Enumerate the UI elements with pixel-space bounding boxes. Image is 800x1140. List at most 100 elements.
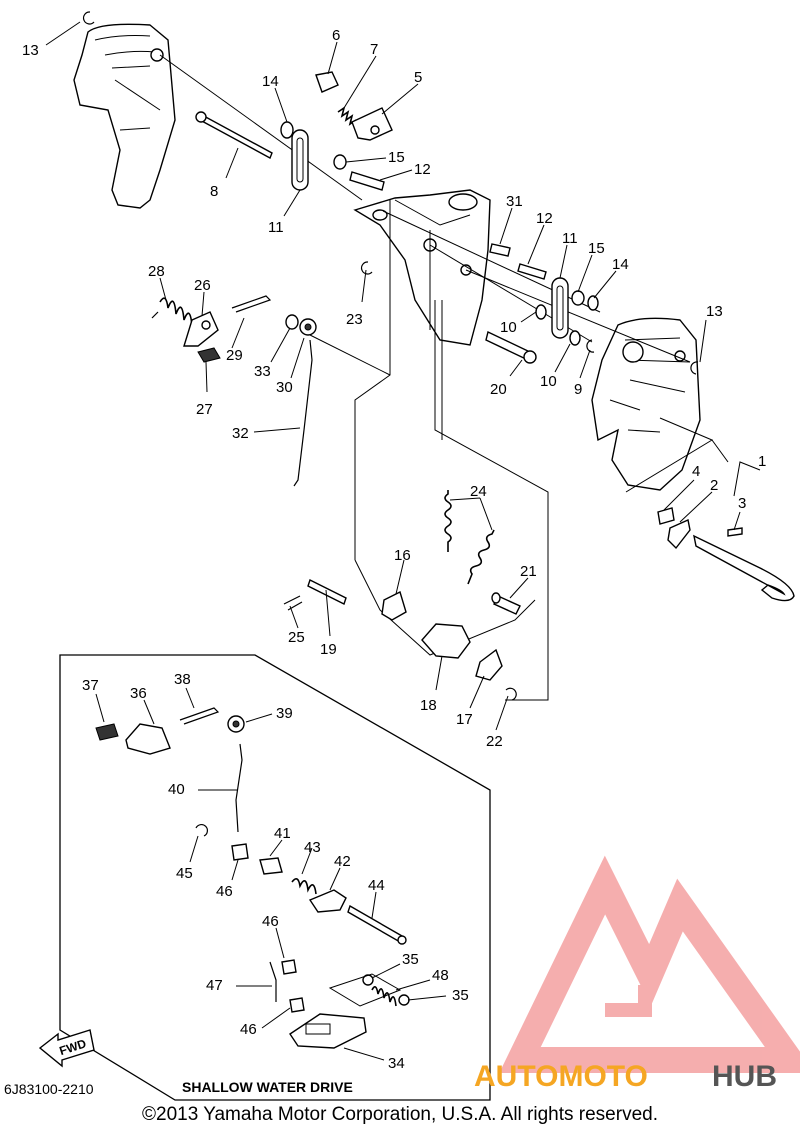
pin-3: [727, 527, 743, 537]
callout-44: 44: [368, 877, 385, 894]
part-code: 6J83100-2210: [4, 1081, 94, 1097]
collar-41: [259, 857, 283, 875]
callout-46: 46: [216, 883, 233, 900]
callout-34: 34: [388, 1055, 405, 1072]
washer-15b: [571, 290, 585, 306]
callout-17: 17: [456, 711, 473, 728]
cam-18: [421, 623, 471, 659]
joint-46a: [231, 843, 249, 861]
callout-2: 2: [710, 477, 718, 494]
pin-31: [489, 243, 511, 257]
bolt-20: [485, 331, 537, 364]
callout-9: 9: [574, 381, 582, 398]
watermark-logo: [499, 855, 800, 1073]
rod-47: [269, 961, 277, 1002]
washer-10a: [535, 304, 547, 320]
lever-42: [308, 889, 347, 913]
joint-46b: [281, 959, 297, 975]
circlip-13b: [690, 361, 699, 375]
callout-38: 38: [174, 671, 191, 688]
callout-16: 16: [394, 547, 411, 564]
callout-14: 14: [262, 73, 279, 90]
circlip-9: [586, 339, 595, 353]
callout-28: 28: [148, 263, 165, 280]
plate-2: [667, 519, 691, 550]
spring-7: [337, 106, 357, 126]
bushing-30: [299, 318, 317, 336]
rod-40: [235, 743, 243, 833]
callout-41: 41: [274, 825, 291, 842]
leader-lines: [45, 21, 761, 1061]
spring-43: [291, 878, 317, 895]
rod-19: [307, 579, 347, 605]
section-title: SHALLOW WATER DRIVE: [182, 1079, 353, 1095]
axis-lines: [159, 54, 729, 701]
rod-32: [293, 339, 313, 487]
callouts: 13 6 7 5 14 15 12 8 11 31 12 11 15 14 28…: [22, 27, 766, 1072]
knob-4: [657, 507, 675, 525]
callout-22: 22: [486, 733, 503, 750]
bolt-12a: [349, 171, 385, 191]
callout-11: 11: [562, 230, 578, 247]
bolt-8: [195, 111, 273, 159]
callout-24: 24: [470, 483, 487, 500]
spring-29: [231, 295, 272, 313]
callout-13: 13: [706, 303, 723, 320]
callout-12: 12: [414, 161, 431, 178]
pad-27: [197, 347, 221, 363]
watermark-word-a: AUTOMOTO: [474, 1060, 648, 1093]
callout-37: 37: [82, 677, 99, 694]
callout-29: 29: [226, 347, 243, 364]
callout-36: 36: [130, 685, 147, 702]
callout-4: 4: [692, 463, 700, 480]
callout-43: 43: [304, 839, 321, 856]
callout-31: 31: [506, 193, 523, 210]
link-11a: [291, 129, 309, 191]
callout-15: 15: [388, 149, 405, 166]
callout-35: 35: [402, 951, 419, 968]
arm-17: [475, 648, 503, 681]
callout-40: 40: [168, 781, 185, 798]
callout-35: 35: [452, 987, 469, 1004]
callout-32: 32: [232, 425, 249, 442]
callout-10: 10: [540, 373, 557, 390]
callout-6: 6: [332, 27, 340, 44]
callout-47: 47: [206, 977, 223, 994]
joint-46c: [289, 997, 305, 1013]
spring-25: [283, 595, 303, 611]
lever-5: [351, 107, 393, 141]
callout-39: 39: [276, 705, 293, 722]
clamp-bracket-left: [73, 23, 176, 209]
callout-33: 33: [254, 363, 271, 380]
washer-10b: [569, 330, 581, 346]
watermark-wordmark: AUTOMOTO HUB: [474, 1060, 777, 1093]
shallow-water-drive-box: [59, 654, 491, 1101]
washer-15a: [333, 154, 347, 170]
callout-23: 23: [346, 311, 363, 328]
collar-33: [285, 314, 299, 330]
spring-48: [371, 986, 397, 1007]
callout-46: 46: [240, 1021, 257, 1038]
arm-16: [381, 591, 407, 621]
lever-36: [125, 723, 171, 755]
callout-15: 15: [588, 240, 605, 257]
callout-13: 13: [22, 42, 39, 59]
callout-1: 1: [758, 453, 766, 470]
callout-25: 25: [288, 629, 305, 646]
callout-8: 8: [210, 183, 218, 200]
collar-14a: [280, 121, 294, 139]
callout-42: 42: [334, 853, 351, 870]
link-11b: [551, 277, 569, 339]
callout-5: 5: [414, 69, 422, 86]
callout-19: 19: [320, 641, 337, 658]
swivel-bracket: [353, 189, 491, 346]
lever-26: [183, 311, 219, 347]
callout-21: 21: [520, 563, 537, 580]
callout-12: 12: [536, 210, 553, 227]
cap-6: [315, 71, 339, 93]
callout-14: 14: [612, 256, 629, 273]
callout-20: 20: [490, 381, 507, 398]
copyright-notice: ©2013 Yamaha Motor Corporation, U.S.A. A…: [142, 1104, 658, 1125]
callout-45: 45: [176, 865, 193, 882]
